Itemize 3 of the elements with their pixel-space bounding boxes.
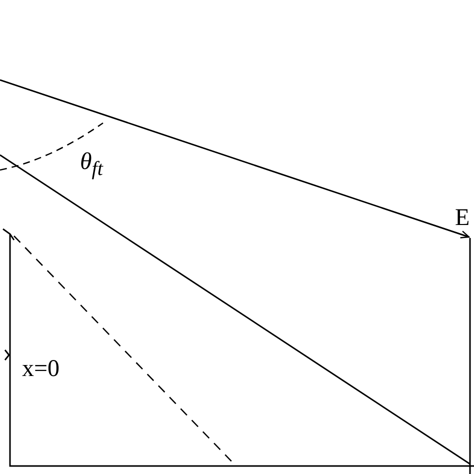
- angle-label: θ$_{ft}$: [80, 150, 103, 179]
- point-label: E: [455, 206, 470, 230]
- position-label: x=0: [22, 357, 60, 381]
